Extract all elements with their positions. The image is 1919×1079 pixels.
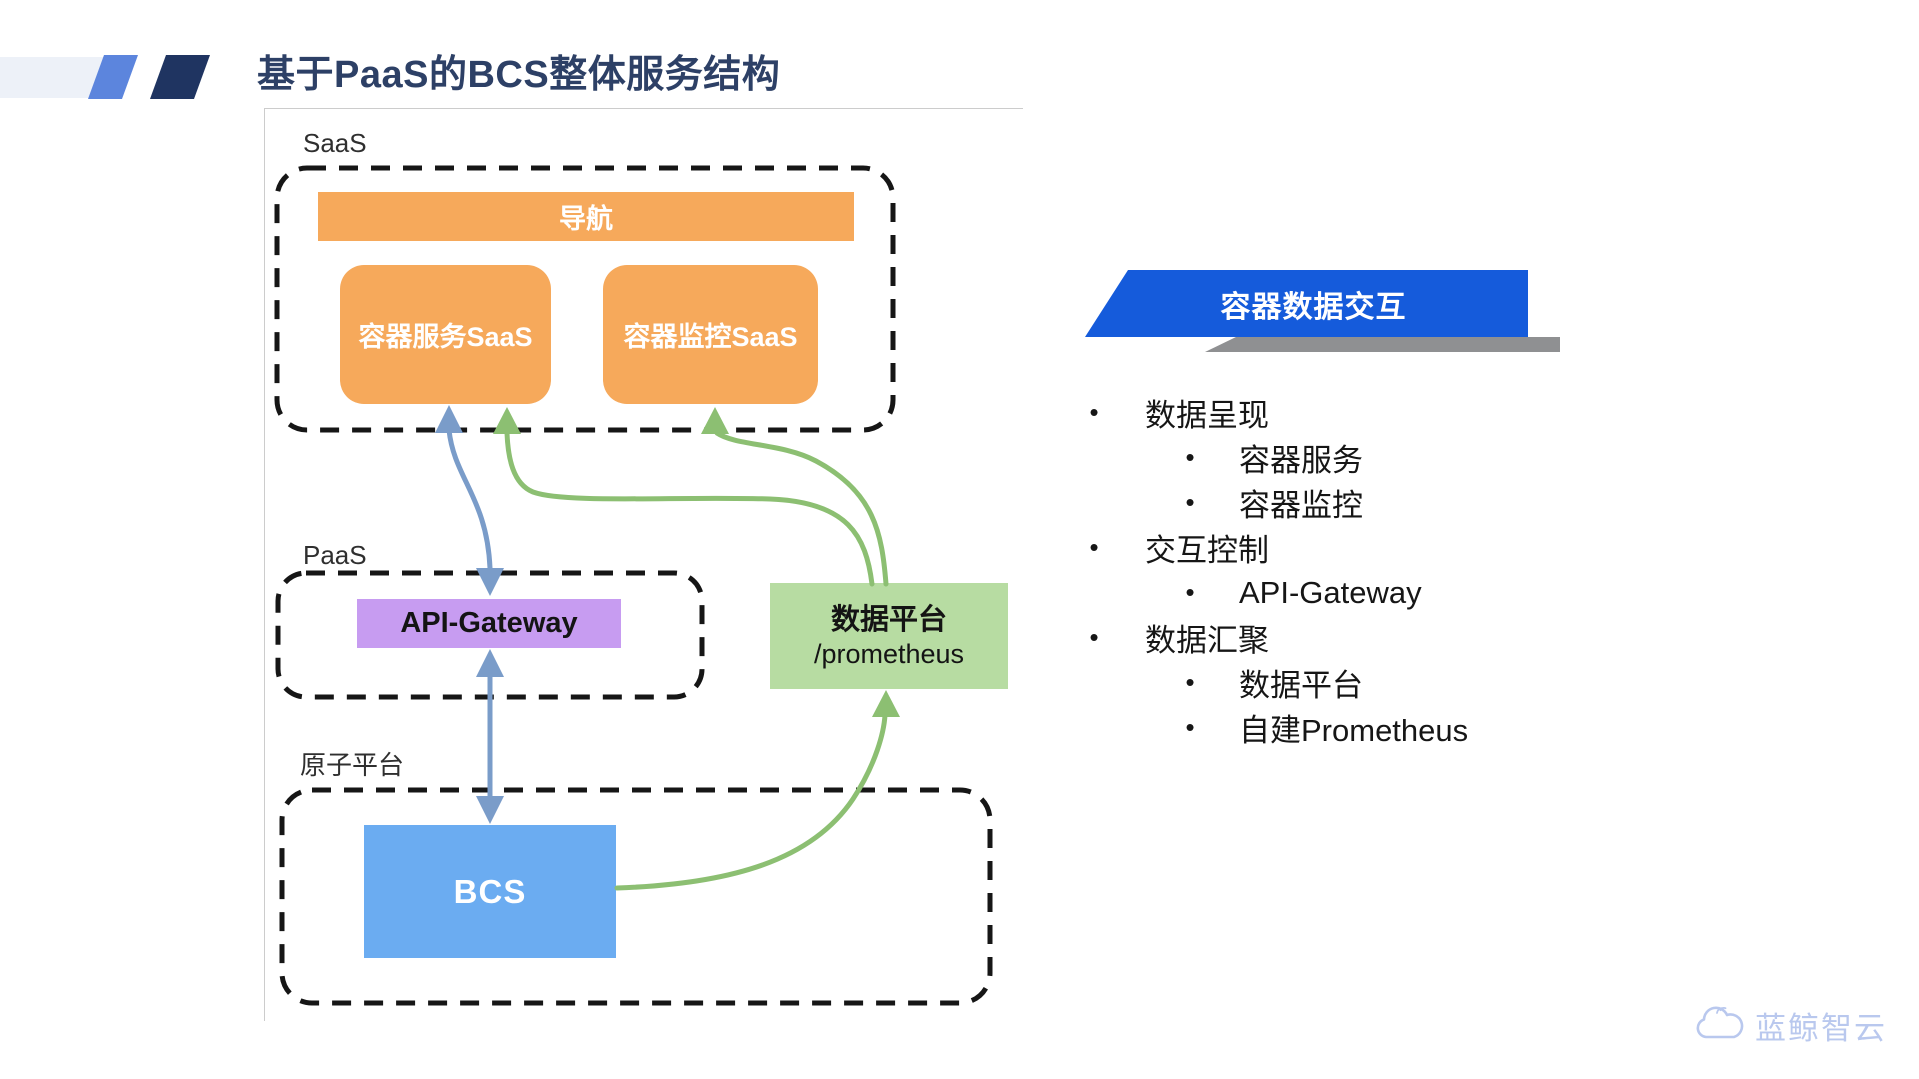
sub-bullet-item: • API-Gateway (1085, 570, 1565, 615)
saas-zone-label: SaaS (303, 128, 367, 158)
cloud-logo-icon (1696, 1005, 1744, 1038)
container-monitor-saas-box: 容器监控SaaS (603, 265, 818, 404)
bullet-dot-icon: • (1089, 532, 1099, 562)
data-platform-title: 数据平台 (830, 604, 947, 636)
bullet-dot-icon: • (1185, 577, 1195, 607)
page-title: 基于PaaS的BCS整体服务结构 (257, 54, 781, 96)
bullet-item: • 数据汇聚 (1085, 615, 1565, 660)
api-gateway-box: API-Gateway (357, 599, 621, 648)
container-service-saas-box: 容器服务SaaS (340, 265, 551, 404)
sub-bullet-item: • 数据平台 (1085, 660, 1565, 705)
brand-logo: 蓝鲸智云 (1693, 1003, 1887, 1048)
bcs-box: BCS (364, 825, 616, 958)
section-banner: 容器数据交互 (1085, 270, 1528, 337)
sub-bullet-item: • 容器监控 (1085, 480, 1565, 525)
section-banner-label: 容器数据交互 (1220, 290, 1407, 324)
bullet-dot-icon: • (1185, 667, 1195, 697)
bullet-dot-icon: • (1089, 622, 1099, 652)
nav-bar: 导航 (318, 192, 854, 241)
bullet-item: • 交互控制 (1085, 525, 1565, 570)
bullet-dot-icon: • (1185, 487, 1195, 517)
paas-zone-label: PaaS (303, 540, 367, 570)
bullet-dot-icon: • (1185, 442, 1195, 472)
data-platform-box: 数据平台 /prometheus (770, 583, 1008, 689)
sub-bullet-item: • 容器服务 (1085, 435, 1565, 480)
bullet-dot-icon: • (1089, 397, 1099, 427)
bullet-item: • 数据呈现 (1085, 390, 1565, 435)
brand-logo-text: 蓝鲸智云 (1755, 1011, 1887, 1046)
section-banner-shadow (1205, 337, 1560, 352)
atomic-platform-zone-label: 原子平台 (300, 750, 405, 780)
bullet-dot-icon: • (1185, 712, 1195, 742)
title-slash-dark-icon (149, 55, 211, 99)
sub-bullet-item: • 自建Prometheus (1085, 705, 1565, 750)
data-platform-subtitle: /prometheus (813, 639, 965, 669)
bullet-list: • 数据呈现 • 容器服务 • 容器监控 • 交互控制 • API-Gatewa… (1085, 390, 1565, 750)
